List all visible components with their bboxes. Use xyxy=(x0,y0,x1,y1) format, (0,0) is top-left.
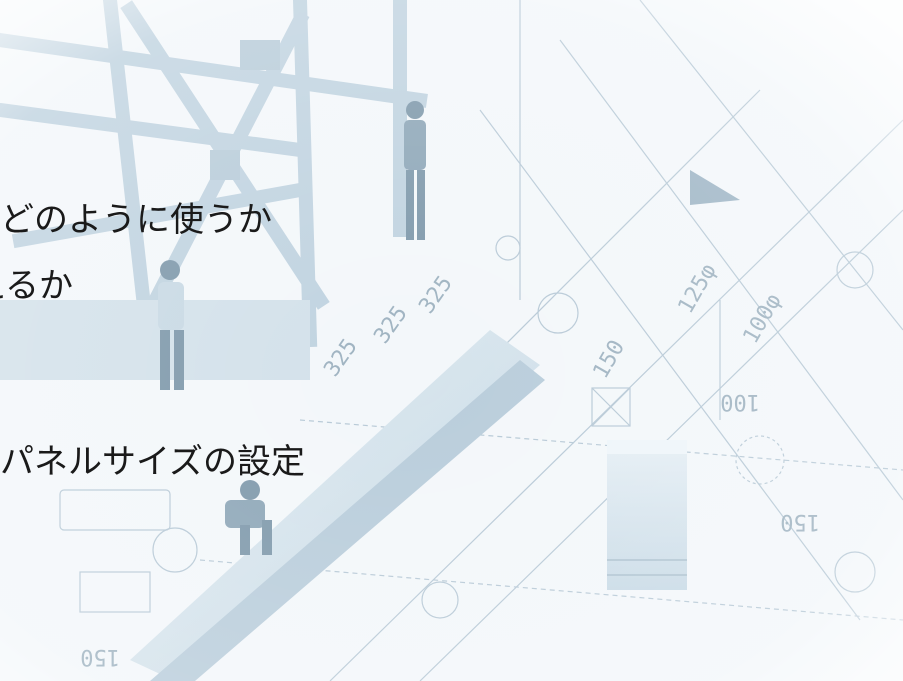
slide-text-line-3: パネルサイズの設定 xyxy=(0,442,305,482)
slide-text-line-1: どのように使うか xyxy=(0,200,272,240)
slide-text-line-2: 使えるか xyxy=(0,266,73,306)
